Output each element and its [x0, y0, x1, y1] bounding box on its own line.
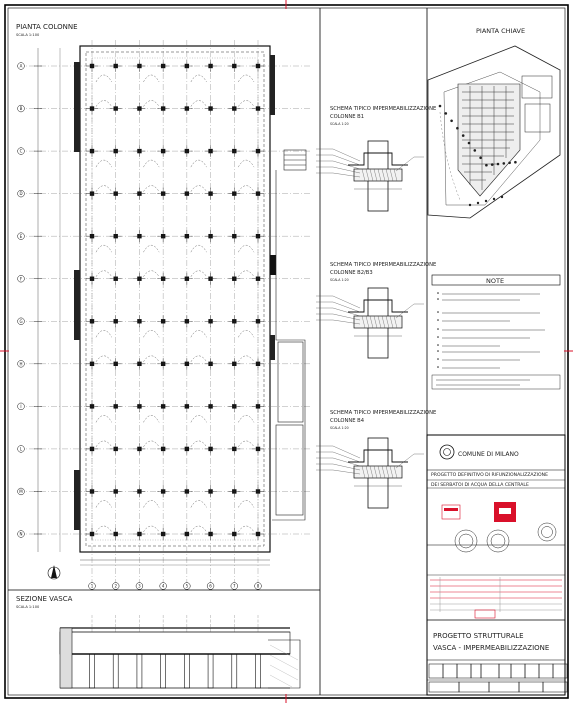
row-bubble: [17, 487, 25, 496]
detail-3-scale: SCALA 1:20: [330, 426, 349, 430]
designer-logo-right-icon: [494, 502, 516, 522]
annex-building: [272, 149, 307, 521]
column-label: 2: [114, 584, 117, 589]
row-bubble: [17, 189, 25, 198]
plan-scale: SCALA 1:100: [16, 33, 40, 37]
row-label: F: [20, 276, 23, 281]
column-plan: A B C D E F G H I L M N 1 2 3 4 5 6 7 8: [17, 40, 310, 590]
column-bubble: [135, 582, 144, 590]
location-map: [427, 45, 561, 219]
detail-1-scale: SCALA 1:20: [330, 122, 349, 126]
column-label: 3: [138, 584, 141, 589]
section-title: SEZIONE VASCA: [16, 595, 73, 603]
detail-1: SCHEMA TIPICO IMPERMEABILIZZAZIONE COLON…: [316, 106, 436, 212]
row-label: D: [19, 191, 22, 196]
column-label: 4: [162, 584, 165, 589]
column-bubble: [206, 582, 215, 590]
title-block: COMUNE DI MILANO PROGETTO DEFINITIVO DI …: [426, 434, 568, 696]
location-title: PIANTA CHIAVE: [476, 27, 525, 35]
row-label: C: [20, 149, 23, 154]
notes-title: NOTE: [486, 277, 504, 285]
row-label: L: [20, 447, 23, 452]
column-label: 6: [209, 584, 212, 589]
north-arrow-icon: [47, 565, 61, 580]
column-label: 7: [233, 584, 236, 589]
row-bubble: [17, 275, 25, 283]
row-bubble: [17, 147, 25, 155]
column-bubble: [254, 582, 262, 590]
detail-2-scale: SCALA 1:20: [330, 278, 349, 282]
row-bubble: [17, 360, 25, 368]
column-label: 1: [91, 584, 94, 589]
row-label: H: [19, 361, 22, 366]
detail-1-subtitle: COLONNE B1: [330, 114, 364, 120]
column-bubble: [112, 582, 120, 590]
designer-logo-left-icon: [441, 504, 461, 520]
row-bubble: [17, 232, 25, 240]
row-label: I: [20, 404, 21, 409]
row-label: A: [20, 64, 23, 69]
signature-stamps: [454, 522, 557, 553]
column-bubble: [230, 582, 238, 590]
row-bubble: [17, 62, 25, 70]
project-title-line1: PROGETTO DEFINITIVO DI RIFUNZIONALIZZAZI…: [431, 472, 548, 478]
drawing-title-line2: VASCA - IMPERMEABILIZZAZIONE: [433, 644, 549, 652]
municipality-seal-icon: [439, 444, 455, 460]
detail-3: SCHEMA TIPICO IMPERMEABILIZZAZIONE COLON…: [316, 410, 436, 509]
row-bubble: [17, 402, 25, 411]
row-bubble: [17, 530, 25, 538]
row-label: N: [20, 532, 23, 537]
row-bubble: [17, 317, 25, 325]
detail-3-subtitle: COLONNE B4: [330, 418, 365, 424]
row-bubble: [17, 104, 25, 113]
section-scale: SCALA 1:100: [16, 605, 40, 609]
row-label: G: [19, 319, 22, 324]
detail-2-title: SCHEMA TIPICO IMPERMEABILIZZAZIONE: [330, 262, 436, 268]
row-label: B: [20, 106, 23, 111]
row-label: E: [20, 234, 23, 239]
detail-2-subtitle: COLONNE B2/B3: [330, 270, 373, 276]
column-bubble: [159, 582, 167, 590]
column-bubble: [88, 582, 96, 590]
column-label: 8: [257, 584, 260, 589]
notes-panel: NOTE: [431, 274, 561, 390]
detail-2: SCHEMA TIPICO IMPERMEABILIZZAZIONE COLON…: [316, 262, 436, 359]
row-bubble: [17, 445, 25, 453]
detail-1-title: SCHEMA TIPICO IMPERMEABILIZZAZIONE: [330, 106, 436, 112]
column-bubble: [183, 582, 191, 590]
plan-title: PIANTA COLONNE: [16, 23, 78, 31]
drawing-title-line1: PROGETTO STRUTTURALE: [433, 632, 524, 640]
row-label: M: [19, 489, 23, 494]
column-label: 5: [186, 584, 189, 589]
tank-section: [59, 615, 301, 689]
project-title-line2: DEI SERBATOI DI ACQUA DELLA CENTRALE: [431, 482, 529, 488]
municipality-name: COMUNE DI MILANO: [458, 451, 519, 458]
detail-3-title: SCHEMA TIPICO IMPERMEABILIZZAZIONE: [330, 410, 436, 416]
